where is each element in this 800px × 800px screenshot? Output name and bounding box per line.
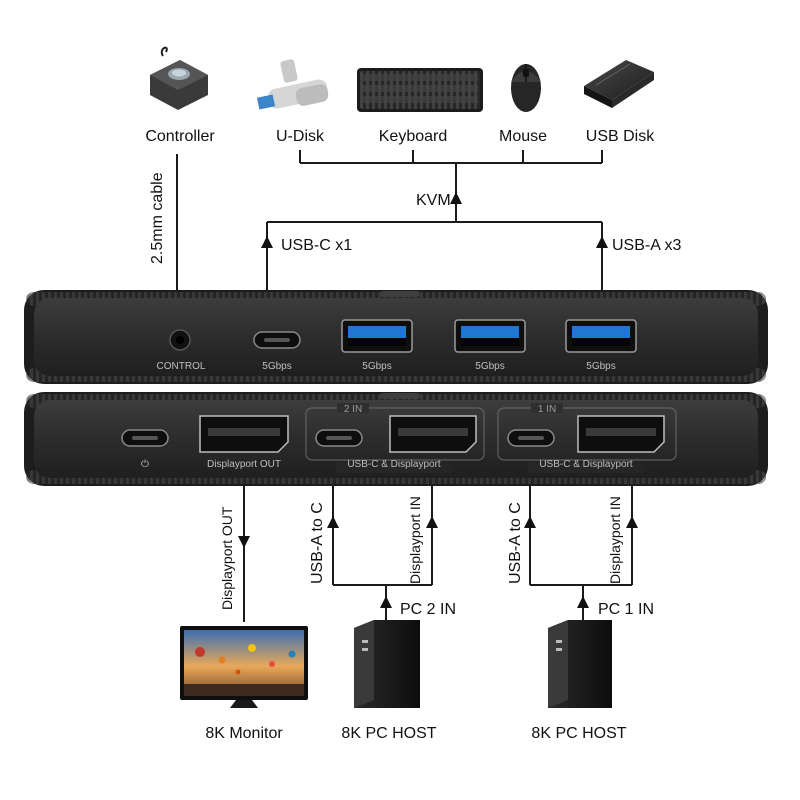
dp-out-port <box>199 415 289 453</box>
pc1-dp-in-label: Displayport IN <box>607 496 623 584</box>
pc2-dp-up-arrow-icon <box>426 516 438 528</box>
controller-label: Controller <box>145 128 215 145</box>
usba2-speed-label: 5Gbps <box>475 361 504 372</box>
control-jack <box>169 329 191 351</box>
in2-caption: USB-C & Displayport <box>347 459 441 470</box>
dp-out-wire-label: Displayport OUT <box>219 506 235 610</box>
pc1-usb-up-arrow-icon <box>524 516 536 528</box>
front-panel: CONTROL 5Gbps 5Gbps 5Gbps 5Gbps <box>24 290 768 384</box>
usba3-speed-label: 5Gbps <box>586 361 615 372</box>
usba-port-3 <box>565 319 637 353</box>
usbc-x1-label: USB-C x1 <box>281 237 352 254</box>
bottom-wiring <box>243 486 633 622</box>
top-wiring <box>176 150 603 292</box>
pc2-usba-to-c-label: USB-A to C <box>309 502 326 584</box>
monitor-device <box>180 626 308 708</box>
pc-host-1-label: 8K PC HOST <box>531 725 626 742</box>
usba-up-arrow-icon <box>596 236 608 248</box>
kvm-arrow-icon <box>450 192 462 204</box>
kvm-label: KVM <box>416 192 451 209</box>
usb-disk-label: USB Disk <box>586 128 655 145</box>
pc2-usb-up-arrow-icon <box>327 516 339 528</box>
monitor-label: 8K Monitor <box>205 725 283 742</box>
pc1-usba-to-c-label: USB-A to C <box>507 502 524 584</box>
udisk-device <box>256 59 329 110</box>
rear-panel: ⏻ Displayport OUT 2 IN USB-C & Displaypo… <box>24 392 768 486</box>
input-group-1 <box>497 403 677 473</box>
usbc-speed-label: 5Gbps <box>262 361 291 372</box>
in1-label: 1 IN <box>538 404 556 415</box>
pc2-dp-in-label: Displayport IN <box>407 496 423 584</box>
pc-host-2-label: 8K PC HOST <box>341 725 436 742</box>
cable-label: 2.5mm cable <box>149 172 166 264</box>
control-label: CONTROL <box>157 361 206 372</box>
usba-port-1 <box>341 319 413 353</box>
usba1-speed-label: 5Gbps <box>362 361 391 372</box>
dp-out-panel-label: Displayport OUT <box>207 459 281 470</box>
usbc-port <box>253 331 301 349</box>
pc1-in-up-arrow-icon <box>577 596 589 608</box>
keyboard-label: Keyboard <box>379 128 448 145</box>
power-usbc-port <box>121 429 169 447</box>
controller-device <box>150 46 208 110</box>
in2-label: 2 IN <box>344 404 362 415</box>
udisk-label: U-Disk <box>276 128 325 145</box>
in1-caption: USB-C & Displayport <box>539 459 633 470</box>
pc-host-2-device <box>354 620 420 708</box>
pc2-in-up-arrow-icon <box>380 596 392 608</box>
dp-out-down-arrow-icon <box>238 536 250 548</box>
mouse-device <box>511 64 541 112</box>
power-icon: ⏻ <box>141 459 149 470</box>
usbc-up-arrow-icon <box>261 236 273 248</box>
input-group-2 <box>305 403 485 473</box>
usb-disk-device <box>584 60 654 108</box>
pc1-in-label: PC 1 IN <box>598 601 654 618</box>
mouse-label: Mouse <box>499 128 547 145</box>
pc-host-1-device <box>548 620 612 708</box>
keyboard-device <box>357 68 483 112</box>
pc2-in-label: PC 2 IN <box>400 601 456 618</box>
usba-port-2 <box>454 319 526 353</box>
pc1-dp-up-arrow-icon <box>626 516 638 528</box>
usba-x3-label: USB-A x3 <box>612 237 681 254</box>
